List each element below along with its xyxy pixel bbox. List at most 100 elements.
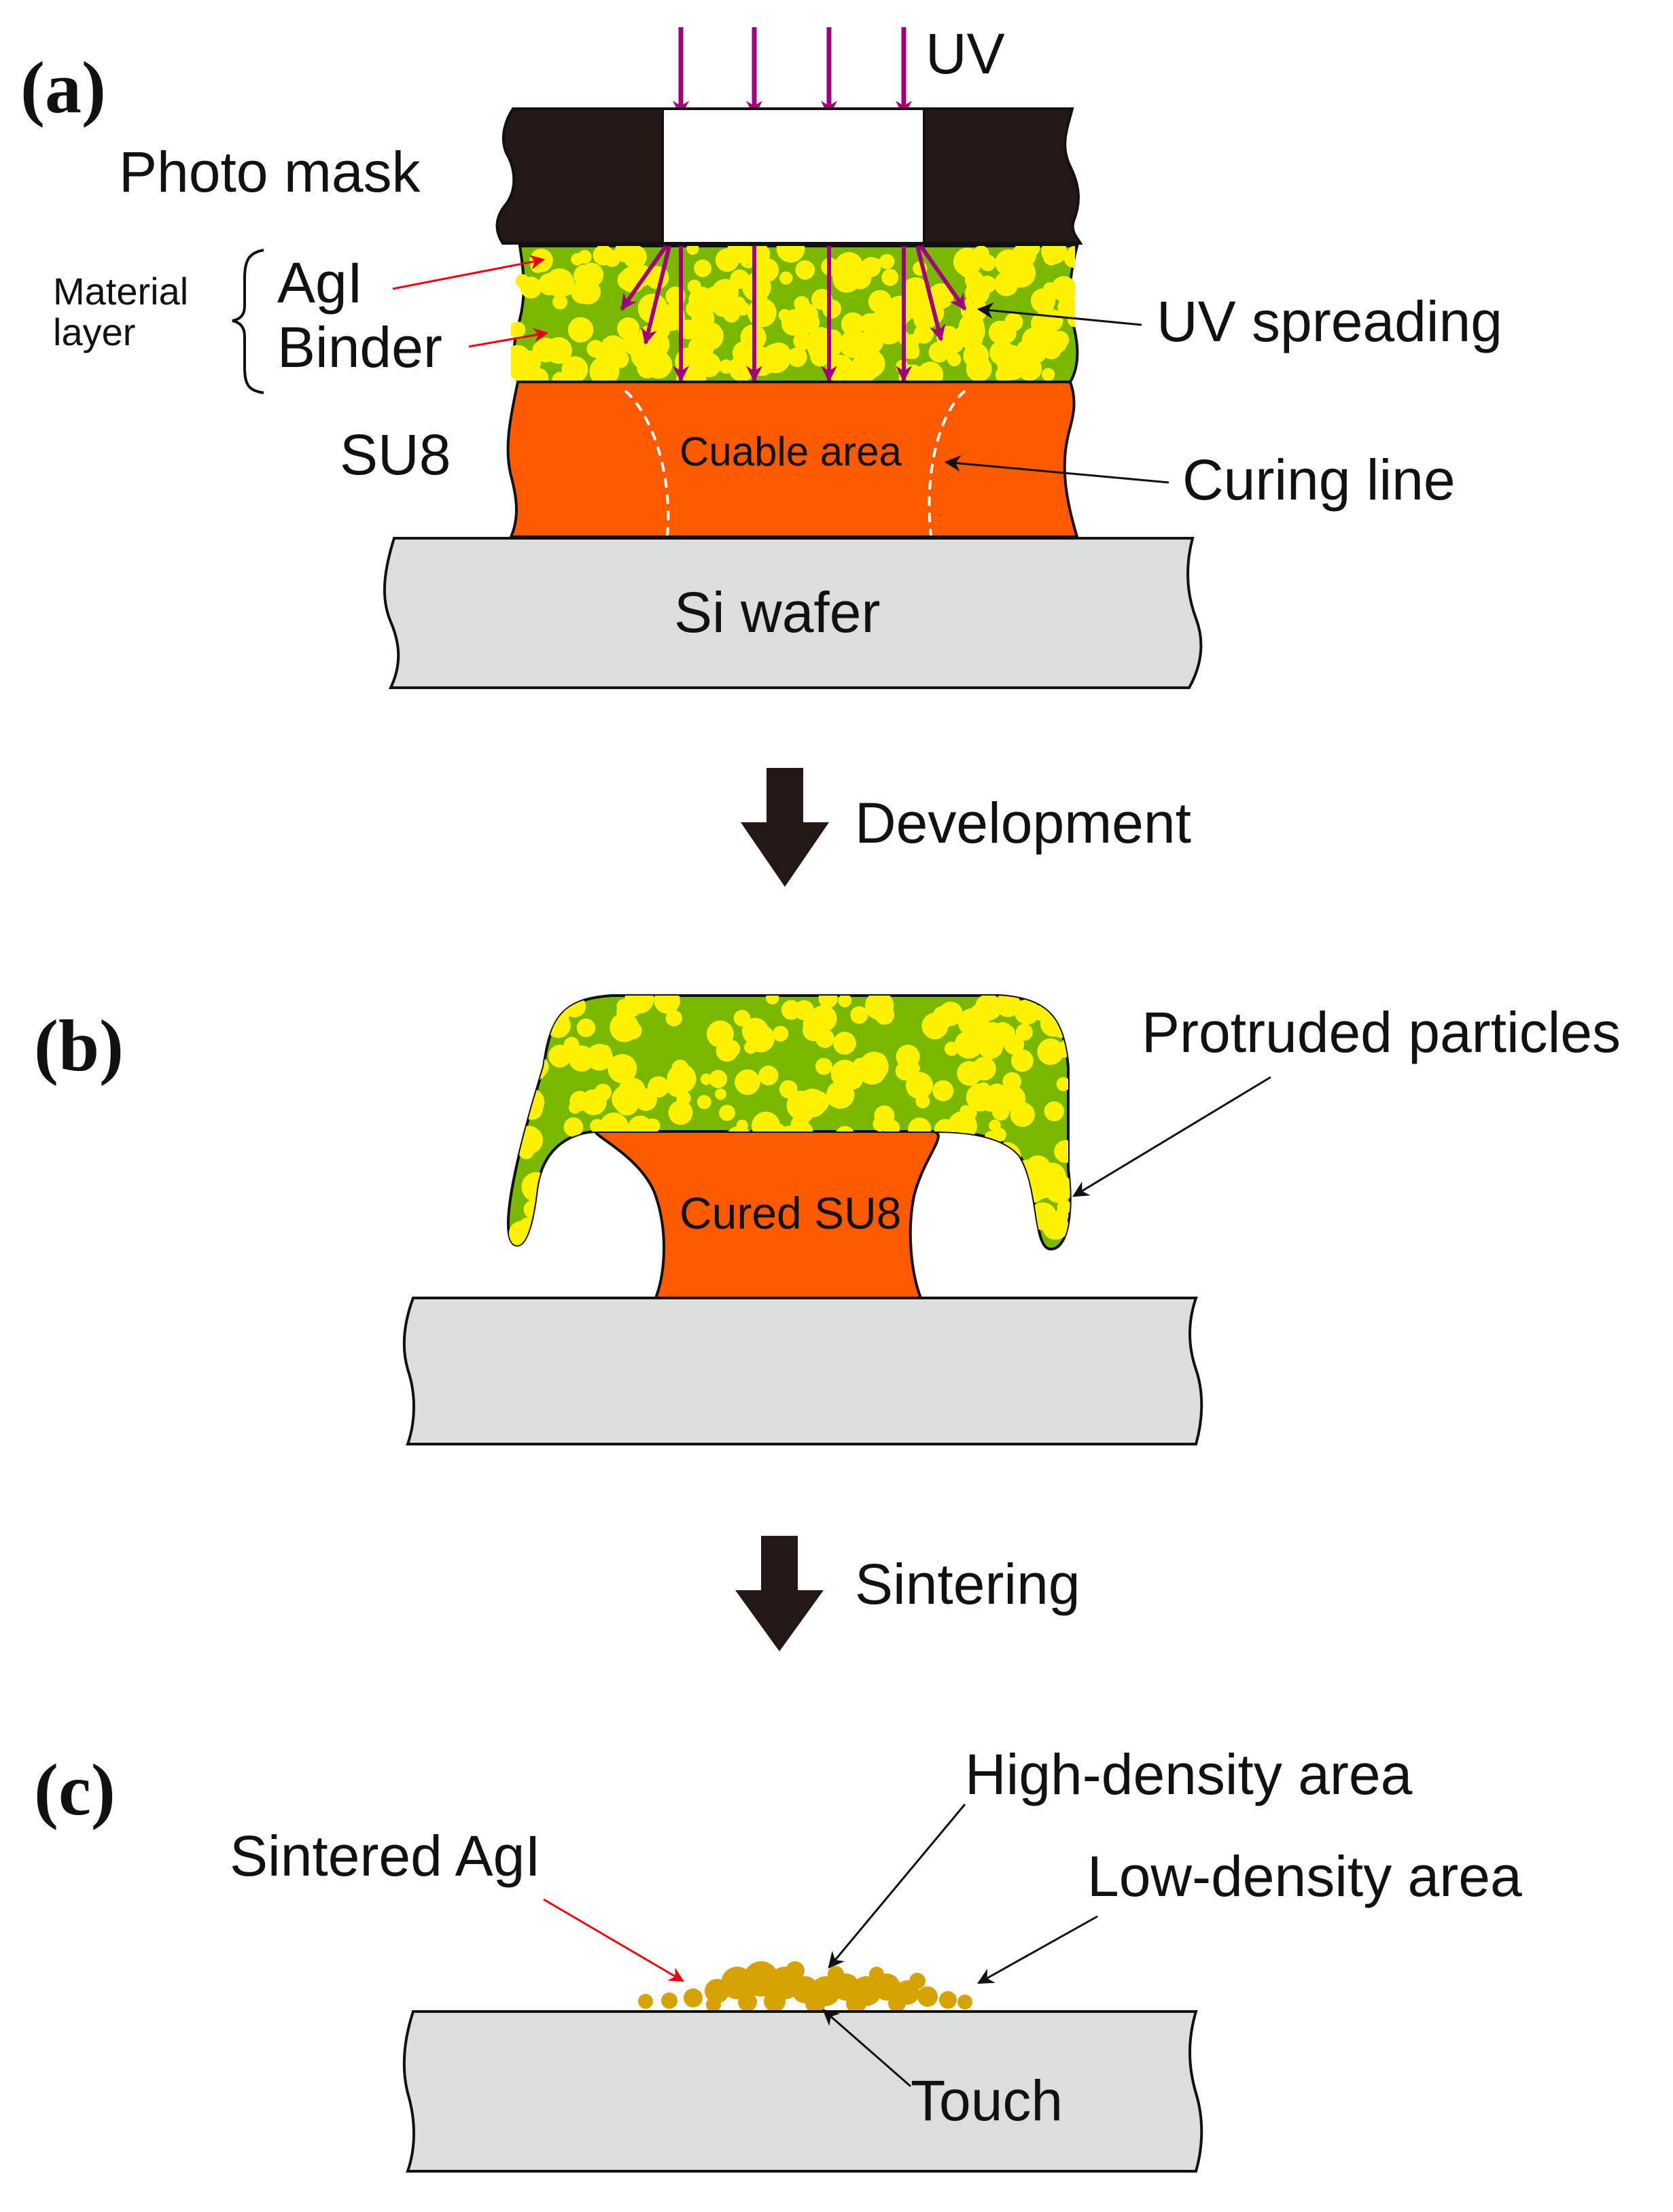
particle <box>592 1230 620 1250</box>
particle <box>789 310 809 330</box>
particle <box>851 352 881 382</box>
photo-mask-label: Photo mask <box>119 140 421 204</box>
particle <box>957 1008 986 1036</box>
particle <box>709 1070 728 1089</box>
particle <box>954 1030 983 1059</box>
particle <box>793 331 813 351</box>
particle <box>932 1080 954 1102</box>
particle <box>845 255 858 268</box>
particle <box>697 1095 711 1110</box>
sintered-particle <box>939 1991 957 2009</box>
particle <box>913 323 934 344</box>
particle <box>730 269 750 289</box>
particle <box>955 1204 968 1216</box>
particle <box>747 246 771 266</box>
high-density-label: High-density area <box>965 1742 1413 1806</box>
sintered-particle <box>786 1961 805 1980</box>
particle <box>1037 1038 1064 1066</box>
material-layer <box>511 245 1079 383</box>
particle <box>993 347 1010 364</box>
particle <box>543 1224 569 1250</box>
particle <box>588 1184 610 1206</box>
sintered-particle <box>684 1988 703 2007</box>
sintered-particle <box>661 1992 677 2009</box>
particle <box>1043 249 1059 266</box>
particle <box>735 1069 760 1095</box>
particle <box>1015 1023 1033 1041</box>
particle <box>520 277 542 299</box>
particle <box>1000 1085 1026 1112</box>
particle <box>735 301 750 316</box>
particle <box>908 1062 920 1074</box>
particle <box>607 1054 637 1083</box>
particle <box>711 294 736 317</box>
uv-spreading-pointer <box>976 302 1142 326</box>
particle <box>800 1110 813 1122</box>
particle <box>860 313 880 334</box>
particle <box>972 1162 996 1187</box>
particle <box>630 1231 659 1250</box>
particle <box>586 340 605 358</box>
particle <box>700 1073 712 1085</box>
particle <box>578 249 592 264</box>
particle <box>810 347 830 367</box>
particle <box>596 1044 612 1059</box>
particle <box>915 1094 930 1108</box>
uv-spreading-label: UV spreading <box>1157 289 1502 353</box>
particle <box>554 1171 582 1198</box>
sintered-agi <box>638 1961 972 2014</box>
agi-binder-pointers <box>392 254 549 348</box>
particle <box>989 1231 1019 1250</box>
touch-pointer <box>822 2009 911 2088</box>
particle <box>511 321 526 338</box>
si-wafer-label: Si wafer <box>674 580 880 644</box>
particle <box>970 1153 984 1165</box>
particle <box>979 254 996 271</box>
particle <box>518 1088 545 1116</box>
particle <box>818 996 838 1008</box>
particle <box>614 1091 639 1116</box>
sintered-agi-label: Sintered AgI <box>230 1824 541 1888</box>
development-label: Development <box>855 791 1191 855</box>
material-layer-brace <box>232 249 264 394</box>
particle <box>868 258 882 272</box>
particle <box>981 1157 1006 1183</box>
panel-label-a: (a) <box>20 48 106 128</box>
particle <box>1011 1049 1034 1072</box>
protruded-particles-pointer <box>1072 1076 1271 1197</box>
material-layer-label-line2: layer <box>53 311 135 353</box>
particle <box>943 1166 972 1195</box>
particle <box>879 253 895 270</box>
particle <box>567 317 594 343</box>
uv-arrows <box>673 27 912 118</box>
particle <box>561 356 588 382</box>
cuable-area-label: Cuable area <box>680 429 902 474</box>
particle <box>881 268 899 286</box>
particle <box>1006 1180 1017 1192</box>
particle <box>1067 246 1075 260</box>
particle <box>694 259 711 277</box>
particle <box>548 1044 571 1068</box>
particle <box>779 271 793 285</box>
material-layer-label-line1: Material <box>53 270 188 313</box>
particle <box>686 246 699 255</box>
particle <box>1057 296 1075 319</box>
particle <box>658 304 685 331</box>
particle <box>518 1144 534 1159</box>
sintering-label: Sintering <box>855 1552 1080 1616</box>
particle <box>1011 1206 1037 1231</box>
particle <box>838 996 852 1008</box>
particle <box>571 280 595 304</box>
sintered-particle <box>869 1967 884 1982</box>
particle <box>746 1024 775 1053</box>
particle <box>995 366 1013 382</box>
particle <box>610 350 629 368</box>
particle <box>576 1018 596 1038</box>
particle <box>944 1041 959 1056</box>
particle <box>979 275 997 294</box>
agi-label: AgI <box>277 251 363 315</box>
particle <box>956 1199 975 1217</box>
particle <box>736 1119 748 1131</box>
particle <box>983 1029 1000 1046</box>
particle <box>610 1013 639 1042</box>
